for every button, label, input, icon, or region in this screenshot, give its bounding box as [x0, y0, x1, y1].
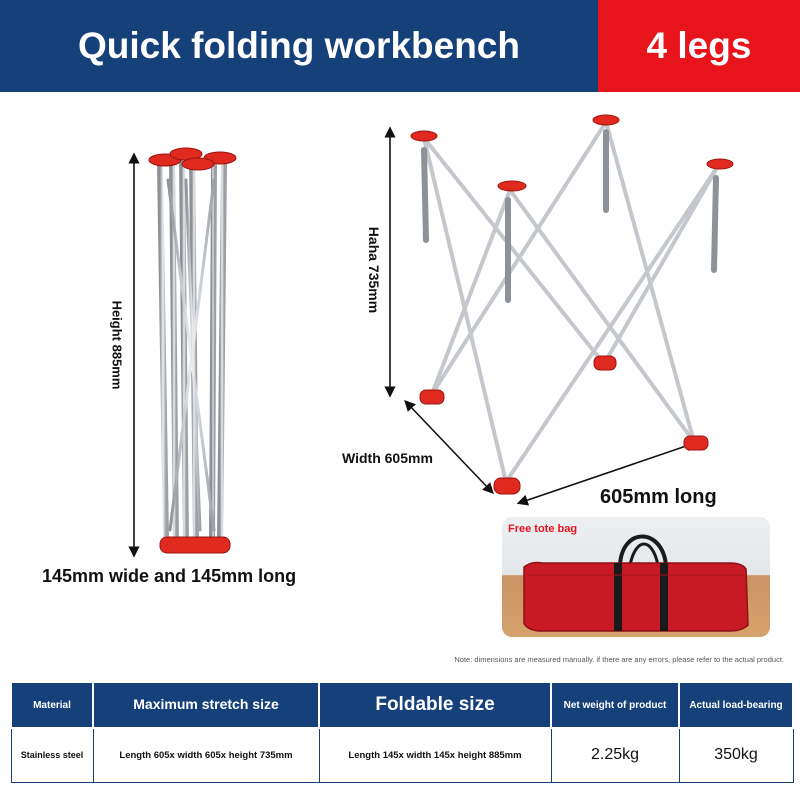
folded-height-label: Height 885mm	[109, 300, 125, 390]
header-net-weight: Net weight of product	[550, 681, 680, 729]
folded-footprint-label: 145mm wide and 145mm long	[42, 566, 297, 586]
tote-bag-photo: Free tote bag	[502, 517, 770, 637]
header-load: Actual load-bearing	[678, 681, 794, 729]
spec-table: Material Maximum stretch size Foldable s…	[10, 681, 794, 783]
product-illustration	[128, 114, 734, 558]
free-tote-bag-label: Free tote bag	[508, 523, 578, 535]
header-material: Material	[10, 681, 94, 729]
spec-header-row: Material Maximum stretch size Foldable s…	[10, 681, 794, 729]
folded-stand	[128, 147, 237, 558]
open-stand	[384, 114, 734, 506]
value-fold-size: Length 145x width 145x height 885mm	[318, 727, 552, 783]
open-height-label: Haha 735mm	[366, 226, 382, 314]
open-length-label: 605mm long	[600, 486, 717, 508]
header-banner: Quick folding workbench 4 legs	[0, 0, 800, 92]
legs-badge: 4 legs	[598, 0, 800, 92]
page-title: Quick folding workbench	[0, 0, 598, 92]
value-material: Stainless steel	[10, 727, 94, 783]
header-fold-size: Foldable size	[318, 681, 552, 729]
tote-bag-icon	[523, 534, 749, 632]
value-load: 350kg	[678, 727, 794, 783]
header-max-size: Maximum stretch size	[92, 681, 320, 729]
open-width-arrow	[404, 399, 494, 495]
measurement-note: Note: dimensions are measured manually. …	[454, 655, 784, 664]
spec-value-row: Stainless steel Length 605x width 605x h…	[10, 727, 794, 783]
open-length-arrow	[516, 440, 698, 506]
open-width-label: Width 605mm	[342, 450, 433, 466]
value-net-weight: 2.25kg	[550, 727, 680, 783]
value-max-size: Length 605x width 605x height 735mm	[92, 727, 320, 783]
